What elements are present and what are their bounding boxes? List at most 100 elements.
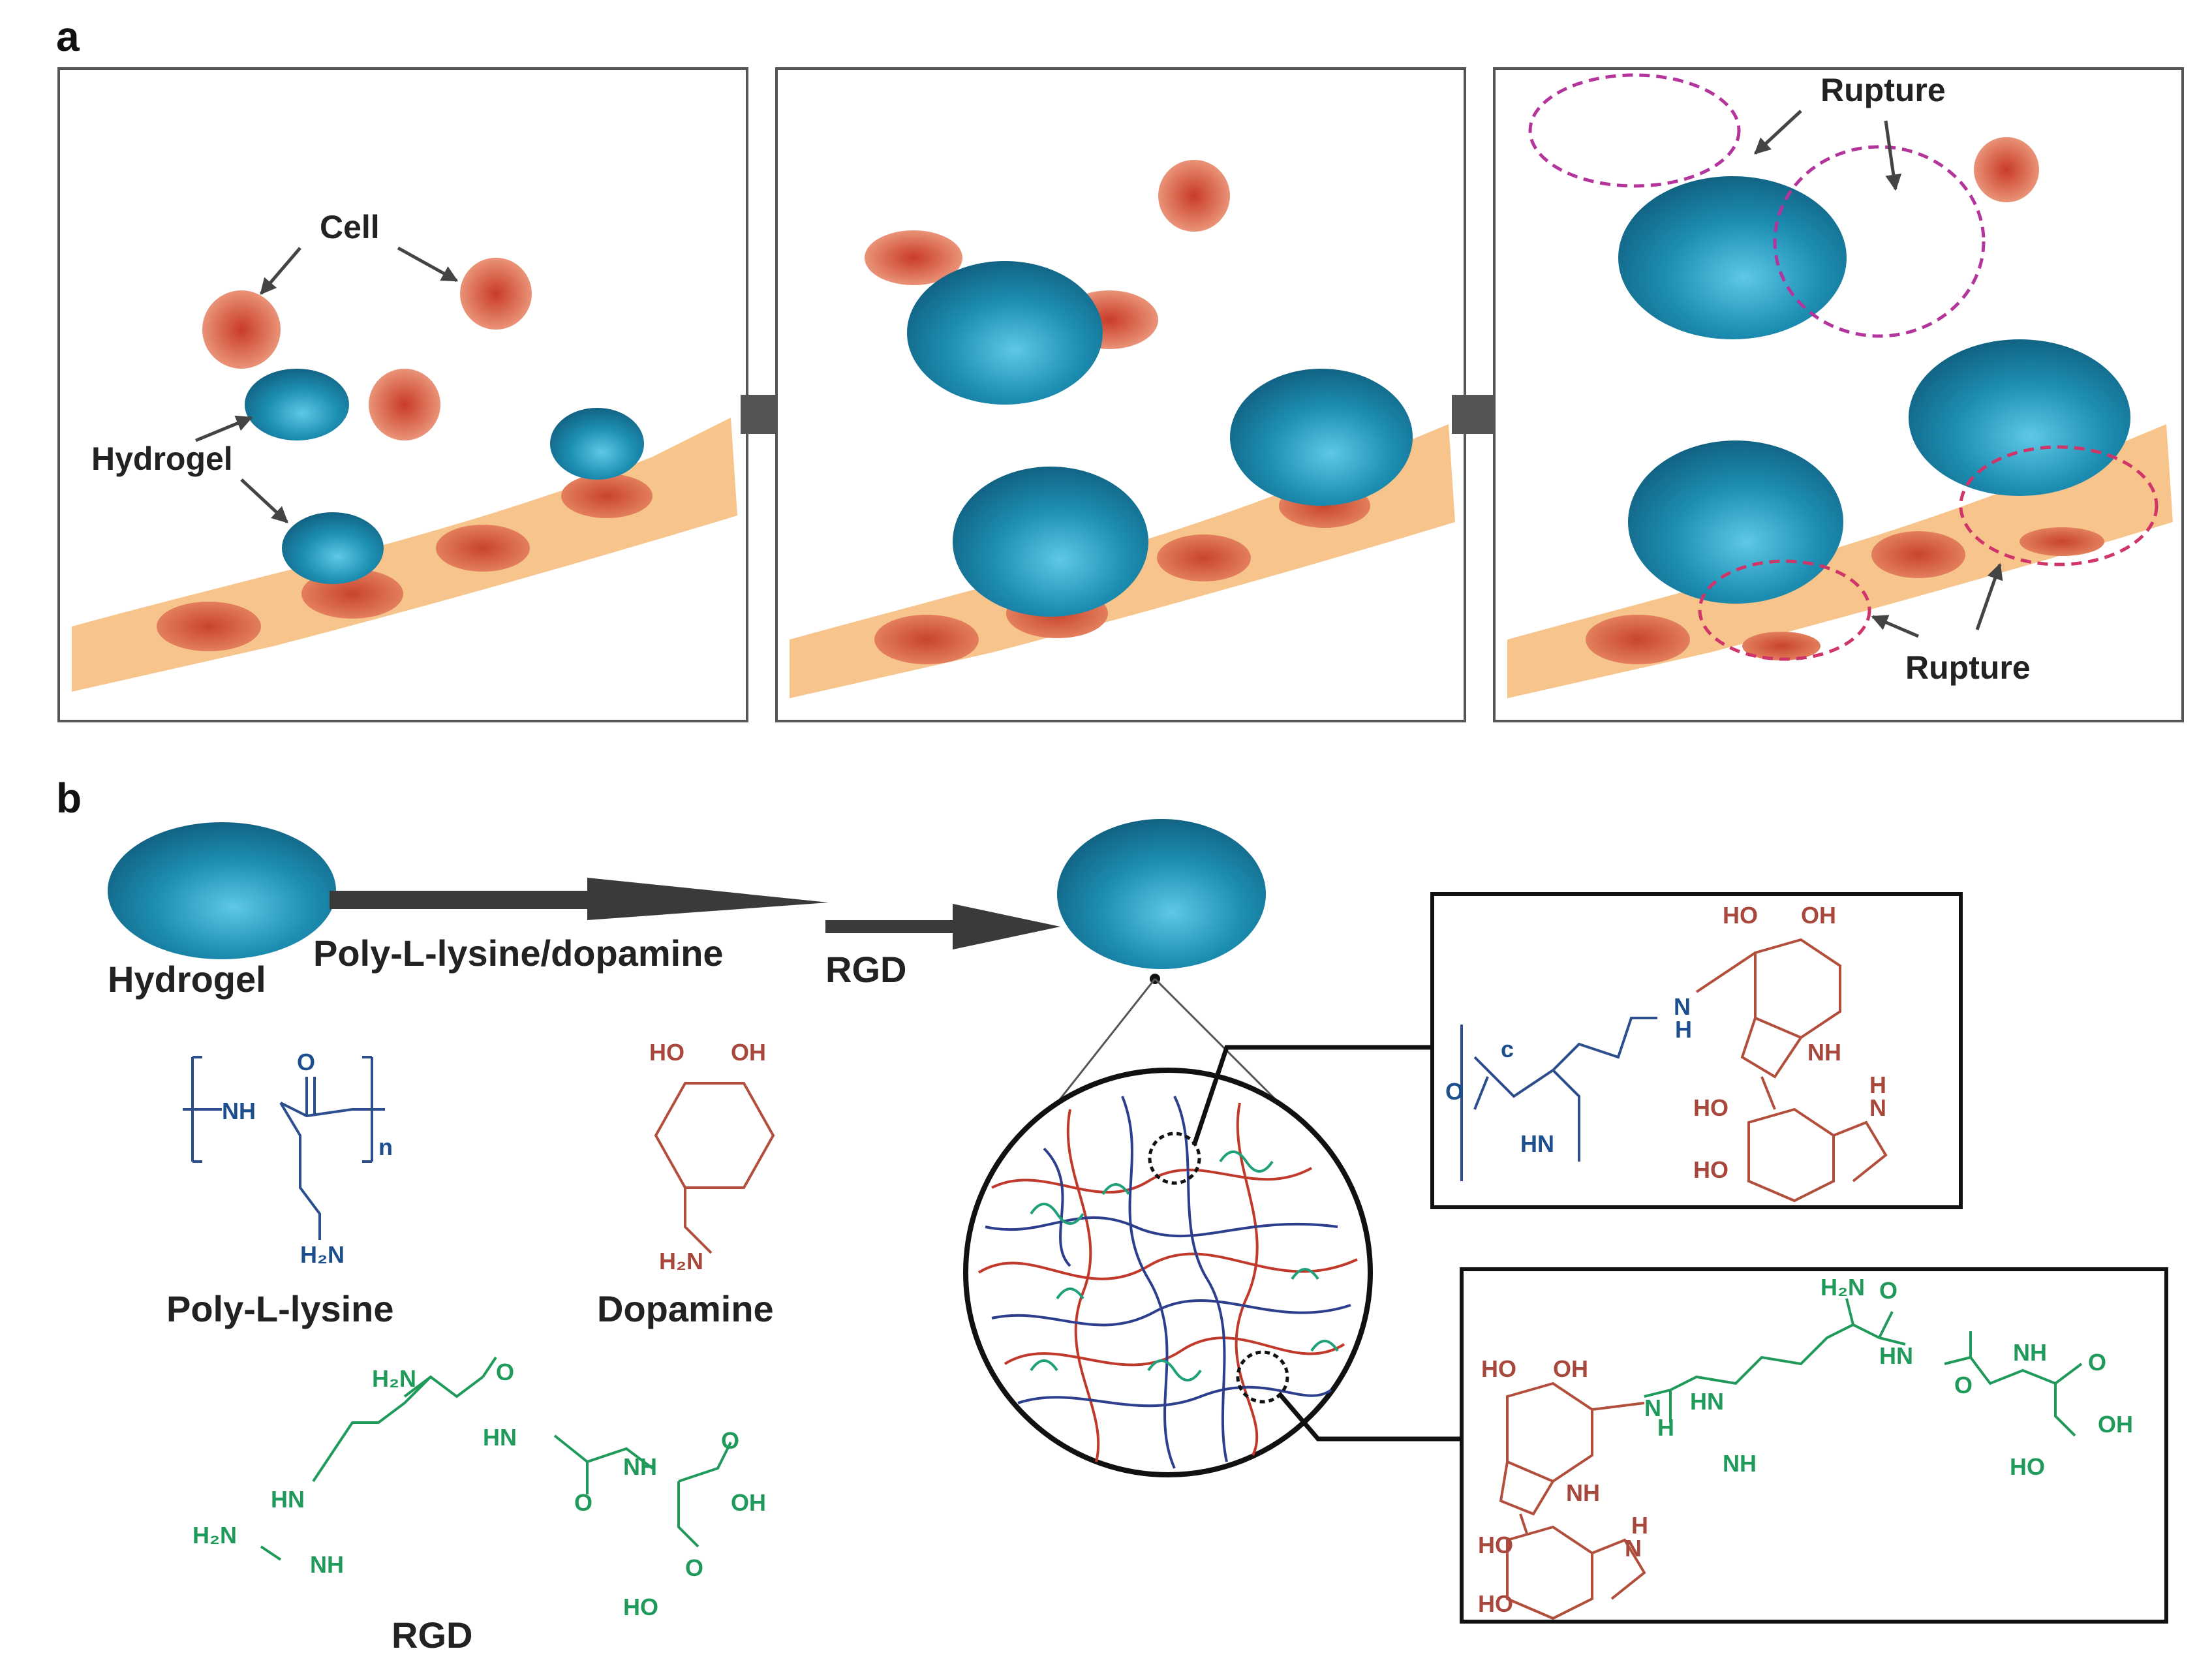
rgd-hn2: HN xyxy=(271,1486,305,1513)
zoom-line xyxy=(1154,978,1280,1104)
dopamine-ho: HO xyxy=(649,1039,684,1066)
panel-a-frame-2 xyxy=(775,67,1466,722)
adherent-cell xyxy=(1157,534,1251,581)
b1-h: H xyxy=(1675,1016,1692,1043)
b2-nh: NH xyxy=(2013,1339,2047,1366)
panel-a-frame-3: Rupture Rupture xyxy=(1493,67,2184,722)
free-cell xyxy=(460,258,532,330)
rgd-o2: O xyxy=(574,1489,592,1516)
rgd-o-acid: O xyxy=(685,1554,703,1581)
pll-caption: Poly-L-lysine xyxy=(166,1288,394,1329)
pll-nh: NH xyxy=(222,1098,256,1124)
ruptured-cell-fragment xyxy=(2020,527,2104,556)
b2-hn: HN xyxy=(1879,1342,1913,1369)
rgd-o1: O xyxy=(496,1359,514,1385)
free-cell xyxy=(1158,160,1230,232)
hydrogel-bead-swollen xyxy=(953,467,1148,617)
free-cell xyxy=(202,290,281,369)
pll-o: O xyxy=(297,1049,315,1075)
rgd-arrow xyxy=(825,904,1060,949)
hydrogel-bead xyxy=(282,512,384,584)
network-zoom xyxy=(963,1068,1373,1477)
rgd-nh2: NH xyxy=(310,1551,344,1578)
rupture-zone xyxy=(1959,445,2158,566)
b1-oh: OH xyxy=(1801,902,1836,929)
rupture-pointer xyxy=(1884,120,1902,191)
b2-o3: O xyxy=(2088,1349,2106,1376)
adherent-cell xyxy=(436,525,530,572)
b1-o: O xyxy=(1445,1078,1464,1105)
cell-pointer xyxy=(397,246,459,283)
hydrogel-pointer xyxy=(240,478,288,523)
dopamine-structure: HO OH H₂N Dopamine xyxy=(597,1039,775,1329)
dopamine-oh: OH xyxy=(731,1039,766,1066)
poly-l-lysine-structure: NH O n H₂N Poly-L-lysine xyxy=(166,1049,394,1329)
zoom-line xyxy=(1056,978,1156,1103)
zoom-connector xyxy=(1277,1391,1462,1442)
hydrogel-bead xyxy=(245,369,349,440)
coating-arrow xyxy=(330,878,829,920)
adherent-cell xyxy=(874,615,979,664)
rupture-zone xyxy=(1773,145,1986,338)
b1-h2: H xyxy=(1869,1072,1886,1098)
b2-oh: OH xyxy=(2098,1411,2133,1438)
b2-oh-a: OH xyxy=(1553,1355,1588,1382)
b1-ho3: HO xyxy=(1693,1156,1728,1183)
b2-o1: O xyxy=(1879,1277,1897,1304)
b2-h: H xyxy=(1657,1414,1674,1441)
b2-ho-acid: HO xyxy=(2010,1453,2045,1480)
ruptured-cell-fragment xyxy=(1742,632,1820,660)
free-cell xyxy=(369,369,440,440)
hydrogel-label: Hydrogel xyxy=(91,440,233,477)
b1-ho2: HO xyxy=(1693,1094,1728,1121)
structure-box-1: HO OH N H NH c O HN HO H N HO xyxy=(1430,892,1963,1209)
hydrogel-bead-swollen xyxy=(1909,339,2130,496)
free-cell xyxy=(1974,137,2039,202)
b2-n-b: N xyxy=(1625,1535,1642,1562)
b1-n: N xyxy=(1674,993,1691,1020)
functionalized-hydrogel xyxy=(1057,819,1266,969)
b2-h2n: H₂N xyxy=(1820,1274,1865,1301)
hydrogel-bead xyxy=(550,408,644,480)
step1-label: Poly-L-lysine/dopamine xyxy=(313,933,724,974)
b2-n: N xyxy=(1644,1395,1661,1421)
rupture-pointer xyxy=(1871,615,1919,638)
adherent-cell xyxy=(157,602,261,651)
panel-a-frame-1: Cell Hydrogel xyxy=(57,67,748,722)
rupture-label-bottom: Rupture xyxy=(1905,649,2031,686)
b2-ho-c: HO xyxy=(1478,1590,1513,1617)
panel-a-letter: a xyxy=(56,13,80,60)
hydrogel-bead-swollen xyxy=(1230,369,1413,506)
rupture-label-top: Rupture xyxy=(1820,72,1946,108)
rgd-hn1: HN xyxy=(483,1424,517,1451)
b1-hn: HN xyxy=(1520,1130,1554,1157)
b2-ho-a: HO xyxy=(1481,1355,1516,1382)
pll-n: n xyxy=(378,1134,393,1160)
rupture-zone xyxy=(1528,73,1741,188)
rgd-ho: HO xyxy=(623,1594,658,1620)
hydrogel-bead-swollen xyxy=(1628,440,1843,604)
hydrogel-bead-swollen xyxy=(1618,176,1847,339)
free-cell xyxy=(865,230,962,285)
b2-ho-b: HO xyxy=(1478,1532,1513,1558)
b2-o2: O xyxy=(1954,1372,1973,1398)
pll-h2n: H₂N xyxy=(300,1241,345,1268)
rgd-structure: H₂N O HN NH O O OH HN H₂N NH O HO RGD xyxy=(192,1356,766,1656)
hydrogel-pointer xyxy=(195,416,253,442)
b2-nh-g: NH xyxy=(1723,1450,1757,1477)
rgd-h2n: H₂N xyxy=(372,1365,416,1392)
structure-box-2: H₂N O HN O NH O OH HO HO OH HN H N NH N H… xyxy=(1460,1267,2168,1624)
rgd-oh: OH xyxy=(731,1489,766,1516)
panel-b-letter: b xyxy=(56,775,82,822)
b1-n2: N xyxy=(1869,1094,1886,1121)
b2-hn-g: HN xyxy=(1690,1388,1724,1415)
rgd-o3: O xyxy=(721,1427,739,1454)
rupture-pointer xyxy=(1975,563,2003,630)
rgd-h2n2: H₂N xyxy=(192,1522,237,1549)
rupture-pointer xyxy=(1754,110,1802,155)
dopamine-h2n: H₂N xyxy=(659,1248,703,1274)
step2-label: RGD xyxy=(825,949,906,990)
adherent-cell xyxy=(1871,531,1965,578)
adherent-cell xyxy=(1586,615,1690,664)
